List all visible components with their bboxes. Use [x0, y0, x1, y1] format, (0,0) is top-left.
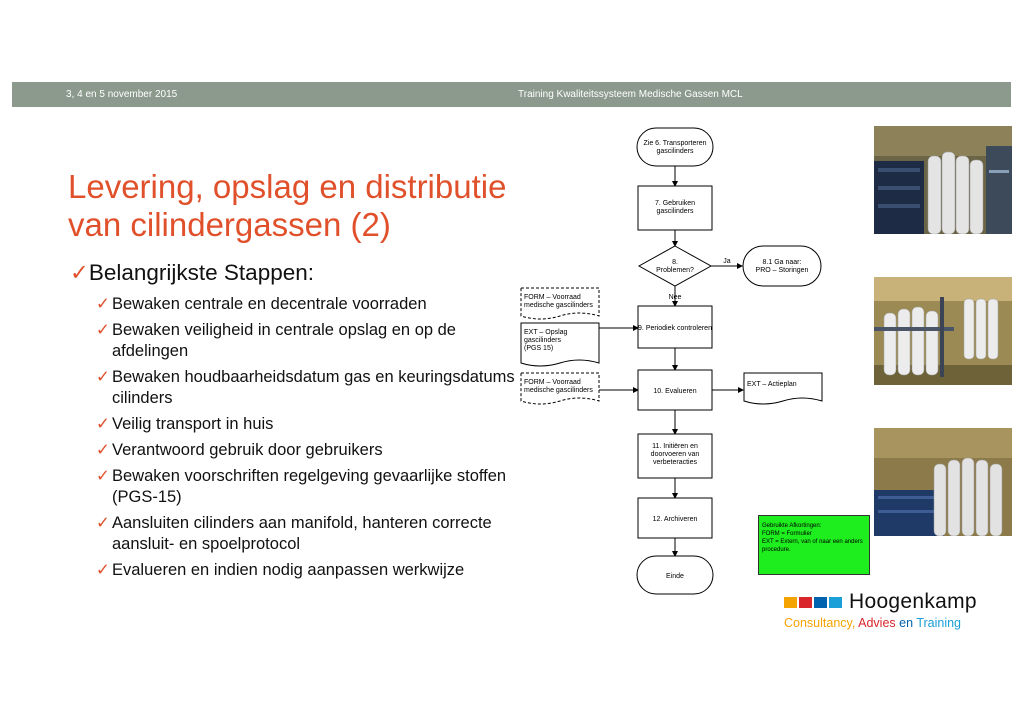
check-icon: ✓ [96, 561, 110, 579]
tag-advies: Advies [858, 616, 896, 630]
subtitle-text: Belangrijkste Stappen: [88, 260, 315, 285]
bullet-list: ✓Bewaken centrale en decentrale voorrade… [96, 294, 516, 586]
slide-subtitle: ✓Belangrijkste Stappen: [70, 260, 314, 286]
bullet-item: ✓Bewaken voorschriften regelgeving gevaa… [96, 466, 516, 508]
bullet-text: Aansluiten cilinders aan manifold, hante… [112, 514, 492, 553]
step-8-label: 8.Problemen? [656, 259, 694, 274]
step-9-box [637, 305, 713, 349]
slide-title-line1: Levering, opslag en distributie [68, 168, 507, 205]
check-icon: ✓ [70, 260, 89, 285]
doc-ext-opslag [520, 322, 600, 367]
photo-cylinder-storage-2 [874, 277, 1012, 385]
yes-label: Ja [723, 258, 731, 265]
header-date: 3, 4 en 5 november 2015 [66, 89, 178, 100]
bullet-text: Veilig transport in huis [112, 415, 274, 433]
legend-heading: Gebruikte Afkortingen: [762, 523, 822, 529]
step-7-box [637, 185, 713, 231]
abbreviations-legend: Gebruikte Afkortingen: FORM = Formulier … [758, 515, 870, 575]
check-icon: ✓ [96, 295, 110, 313]
bullet-text: Bewaken veiligheid in centrale opslag en… [112, 321, 456, 360]
logo-square-lightblue [829, 596, 842, 608]
photo-cylinder-storage-1 [874, 126, 1012, 234]
check-icon: ✓ [96, 514, 110, 532]
no-label: Nee [669, 294, 682, 301]
slide-title: Levering, opslag en distributie van cili… [68, 168, 506, 244]
logo-square-orange [784, 596, 797, 608]
logo-name: Hoogenkamp [849, 590, 977, 613]
doc-form-voorraad-1 [520, 287, 600, 320]
step-8-decision [637, 245, 713, 287]
bullet-item: ✓Evalueren en indien nodig aanpassen wer… [96, 560, 516, 581]
photo-cylinder-storage-3 [874, 428, 1012, 536]
step-12-box [637, 497, 713, 539]
check-icon: ✓ [96, 321, 110, 339]
logo-tagline: Consultancy, Advies en Training [784, 616, 977, 630]
step-9-label: 9. Periodiek controleren [638, 325, 712, 332]
step-10-box [637, 369, 713, 411]
slide-title-line2: van cilindergassen (2) [68, 206, 391, 243]
end-terminal [636, 555, 714, 595]
doc-actieplan-label: EXT – Actieplan [747, 381, 797, 388]
header-bar: 3, 4 en 5 november 2015 Training Kwalite… [12, 82, 1011, 107]
bullet-text: Verantwoord gebruik door gebruikers [112, 441, 383, 459]
bullet-item: ✓Bewaken centrale en decentrale voorrade… [96, 294, 516, 315]
check-icon: ✓ [96, 368, 110, 386]
bullet-text: Bewaken voorschriften regelgeving gevaar… [112, 467, 507, 506]
start-terminal [636, 127, 714, 167]
step-8-1-label: 8.1 Ga naar:PRO – Storingen [756, 259, 809, 274]
step-11-box [637, 433, 713, 479]
legend-form: FORM = Formulier [762, 531, 812, 537]
step-8-1-terminal [742, 245, 822, 287]
doc-actieplan [743, 372, 823, 405]
bullet-item: ✓Verantwoord gebruik door gebruikers [96, 440, 516, 461]
doc-form-voorraad-2 [520, 372, 600, 405]
check-icon: ✓ [96, 467, 110, 485]
company-logo: Hoogenkamp Consultancy, Advies en Traini… [784, 590, 977, 630]
step-12-label: 12. Archiveren [653, 516, 698, 523]
bullet-text: Bewaken houdbaarheidsdatum gas en keurin… [112, 368, 515, 407]
bullet-text: Bewaken centrale en decentrale voorraden [112, 295, 427, 313]
check-icon: ✓ [96, 441, 110, 459]
bullet-text: Evalueren en indien nodig aanpassen werk… [112, 561, 465, 579]
tag-training: Training [916, 616, 962, 630]
logo-square-red [799, 596, 812, 608]
bullet-item: ✓Bewaken houdbaarheidsdatum gas en keuri… [96, 367, 516, 409]
logo-square-blue [814, 596, 827, 608]
step-10-label: 10. Evalueren [653, 388, 696, 395]
legend-ext: EXT = Extern, van of naar een anders pro… [762, 539, 863, 553]
tag-en: en [899, 616, 914, 630]
bullet-item: ✓Aansluiten cilinders aan manifold, hant… [96, 513, 516, 555]
check-icon: ✓ [96, 415, 110, 433]
tag-consultancy: Consultancy, [784, 616, 856, 630]
end-label: Einde [666, 573, 684, 580]
bullet-item: ✓Veilig transport in huis [96, 414, 516, 435]
header-title: Training Kwaliteitssysteem Medische Gass… [518, 89, 743, 100]
bullet-item: ✓Bewaken veiligheid in centrale opslag e… [96, 320, 516, 362]
